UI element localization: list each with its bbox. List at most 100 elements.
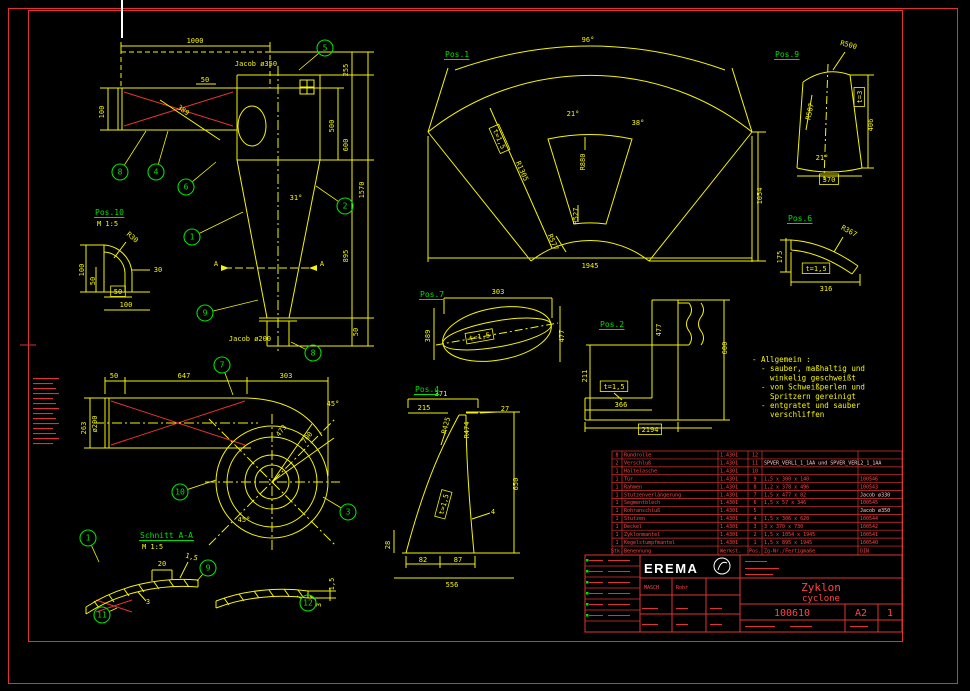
dim-text: 500 bbox=[328, 120, 336, 133]
svg-text:8: 8 bbox=[118, 168, 123, 177]
schnitt-view bbox=[86, 562, 336, 614]
svg-text:Schnitt A-A: Schnitt A-A bbox=[140, 531, 193, 540]
svg-text:1,5: 1,5 bbox=[328, 578, 336, 591]
dim-text: 1570 bbox=[358, 182, 366, 199]
svg-text:27: 27 bbox=[501, 405, 509, 413]
parts-cell: Segmentblech bbox=[624, 500, 660, 506]
dim-text: 650 bbox=[512, 478, 520, 491]
svg-text:Pos.9: Pos.9 bbox=[775, 50, 799, 59]
dim-text: 100 bbox=[120, 301, 133, 309]
note-line: - Allgemein : bbox=[752, 355, 811, 364]
dim-text: t=1,5 bbox=[489, 124, 510, 153]
svg-text:R1305: R1305 bbox=[514, 160, 530, 183]
note-line: - entgratet und sauber bbox=[752, 401, 861, 410]
dim-text: 31° bbox=[290, 194, 303, 202]
parts-cell: 1,5 x 300 x 140 bbox=[764, 476, 809, 482]
dim-text: 50 bbox=[110, 372, 118, 380]
parts-cell: Rahmen bbox=[624, 484, 642, 490]
dim-text: 211 bbox=[581, 370, 589, 383]
parts-cell: 1.4301 bbox=[720, 540, 738, 546]
svg-text:477: 477 bbox=[655, 324, 663, 337]
dim-text: 20 bbox=[158, 560, 166, 568]
parts-cell: 1 bbox=[615, 476, 618, 482]
svg-text:12: 12 bbox=[303, 599, 313, 608]
svg-text:R577: R577 bbox=[546, 233, 560, 252]
svg-text:R30: R30 bbox=[125, 230, 140, 244]
parts-cell: 2 bbox=[753, 532, 756, 538]
parts-cell: SPVER_VERL1_1_1AA und SPVER_VERL2_1_1AA bbox=[764, 461, 881, 467]
svg-text:M 1:5: M 1:5 bbox=[142, 543, 163, 551]
svg-text:263: 263 bbox=[80, 422, 88, 435]
svg-text:175: 175 bbox=[776, 251, 784, 264]
svg-text:R507: R507 bbox=[804, 103, 815, 121]
parts-cell: Haltelasche bbox=[624, 469, 657, 475]
balloon-3: 3 bbox=[323, 497, 356, 520]
parts-cell: 4 bbox=[753, 516, 756, 522]
parts-cell: 1,2 x 378 x 496 bbox=[764, 484, 809, 490]
svg-text:215: 215 bbox=[418, 404, 431, 412]
svg-text:1054: 1054 bbox=[756, 188, 764, 205]
balloon-11: 11 bbox=[94, 607, 117, 623]
title-block: EREMA MASCH Rohr Zyklon cyclone 100610 A… bbox=[585, 555, 902, 632]
pos7-view bbox=[434, 298, 560, 369]
dim-text: 2194 bbox=[638, 424, 661, 435]
parts-cell: 1 bbox=[615, 516, 618, 522]
parts-cell: 8 bbox=[753, 484, 756, 490]
pos1-view bbox=[428, 46, 766, 262]
parts-cell: 8 bbox=[615, 453, 618, 459]
margin-text-line bbox=[33, 413, 53, 414]
general-notes: - Allgemein : - sauber, maßhaltig und wi… bbox=[752, 355, 865, 419]
svg-text:477: 477 bbox=[558, 330, 566, 343]
titleblock-dept: MASCH bbox=[644, 585, 659, 591]
svg-text:Jacob ø200: Jacob ø200 bbox=[229, 335, 271, 343]
svg-text:8: 8 bbox=[311, 349, 316, 358]
dim-text: R1305 bbox=[514, 160, 530, 183]
dim-text: 21° bbox=[567, 110, 580, 118]
balloon-8: 8 bbox=[291, 342, 321, 361]
dim-text: t=1,5 bbox=[435, 490, 452, 519]
parts-cell: 1.4301 bbox=[720, 492, 738, 498]
title-block-grid bbox=[585, 555, 902, 632]
parts-cell: 1 bbox=[615, 469, 618, 475]
svg-text:50: 50 bbox=[201, 76, 209, 84]
svg-text:3: 3 bbox=[146, 598, 150, 606]
dim-text: 45° bbox=[327, 400, 340, 408]
pos-label: Schnitt A-A M 1:5 bbox=[139, 531, 194, 551]
dim-text: Jacob ø350 bbox=[235, 60, 277, 68]
svg-text:21°: 21° bbox=[567, 110, 580, 118]
dim-text: 1000 bbox=[187, 37, 204, 45]
dim-text: 366 bbox=[615, 401, 628, 409]
dim-text: 175 bbox=[776, 251, 784, 264]
parts-cell: 1,5 x 57 x 346 bbox=[764, 500, 806, 506]
dim-text: R30 bbox=[125, 230, 140, 244]
svg-text:9: 9 bbox=[206, 564, 211, 573]
dim-text: R507 bbox=[804, 103, 815, 121]
parts-cell: 100541 bbox=[860, 532, 878, 538]
svg-text:7: 7 bbox=[220, 361, 225, 370]
dim-text: 473 bbox=[274, 423, 288, 438]
svg-text:11: 11 bbox=[97, 611, 107, 620]
dim-text: 50 bbox=[201, 76, 209, 84]
parts-cell: Jacob ø330 bbox=[860, 492, 890, 498]
dim-text: 87 bbox=[454, 556, 462, 564]
svg-text:473: 473 bbox=[274, 423, 288, 438]
parts-cell: 1.4301 bbox=[720, 453, 738, 459]
parts-cell: Stutzen bbox=[624, 516, 645, 522]
note-line: winkelig geschweißt bbox=[752, 373, 856, 382]
dim-text: A bbox=[320, 260, 325, 268]
svg-text:20: 20 bbox=[158, 560, 166, 568]
svg-text:Pos.2: Pos.2 bbox=[600, 320, 624, 329]
balloon-6: 6 bbox=[178, 162, 216, 195]
parts-cell: 100544 bbox=[860, 516, 878, 522]
parts-cell: 3 x 370 x 730 bbox=[764, 524, 803, 530]
svg-text:A: A bbox=[214, 260, 219, 268]
parts-cell: 100542 bbox=[860, 524, 878, 530]
svg-text:Pos.4: Pos.4 bbox=[415, 385, 439, 394]
dim-text: 303 bbox=[492, 288, 505, 296]
svg-text:A: A bbox=[320, 260, 325, 268]
margin-text-line bbox=[33, 393, 59, 394]
parts-cell: Zyklonmantel bbox=[624, 532, 660, 538]
dim-text: 215 bbox=[418, 404, 431, 412]
note-line: - sauber, maßhaltig und bbox=[752, 364, 865, 373]
